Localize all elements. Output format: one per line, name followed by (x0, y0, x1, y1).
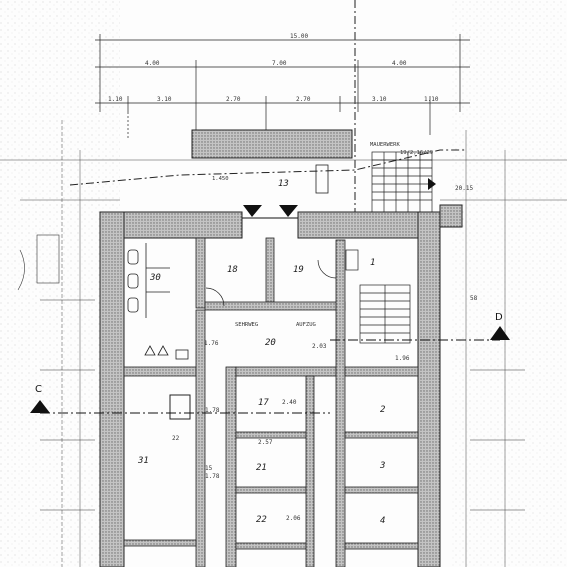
dim-178a: 1.78 (205, 407, 220, 414)
dim-row3-f: 1.10 (424, 96, 439, 103)
dim-row3-e: 3.10 (372, 96, 387, 103)
dim-58: 58 (470, 295, 478, 302)
dim-row2-b: 7.00 (272, 60, 287, 67)
dim-overall: 15.00 (290, 33, 308, 40)
note-sehrweg: SEHRWEG (235, 322, 258, 328)
outer-walls (99, 211, 441, 567)
dim-2015: 20.15 (455, 185, 473, 192)
room-2-label: 2 (380, 405, 385, 415)
room-3-label: 3 (379, 461, 385, 471)
note-width: 1.450 (212, 176, 229, 182)
section-d-arrow-icon (490, 326, 510, 340)
room-20-label: 20 (265, 338, 276, 348)
stair-arrow-icon (428, 178, 436, 190)
dim-178b: 1.78 (205, 473, 220, 480)
entrance-left-icon (243, 205, 262, 217)
section-c-label: C (35, 384, 42, 395)
section-d-label: D (495, 312, 503, 323)
door-swing-1 (205, 287, 225, 307)
corner-wall-right (439, 204, 463, 228)
room-31-label: 31 (137, 456, 149, 466)
exterior-stairs (371, 151, 433, 213)
dim-257: 2.57 (258, 439, 273, 446)
dim-176: 1.76 (204, 340, 219, 347)
dim-row3-b: 3.10 (157, 96, 172, 103)
dim-row3-c: 2.70 (226, 96, 241, 103)
left-annotations (17, 234, 525, 511)
sinks (144, 345, 189, 360)
dim-206: 2.06 (286, 515, 301, 522)
dim-row3-d: 2.70 (296, 96, 311, 103)
dim-row3-a: 1.10 (108, 96, 123, 103)
section-c-arrow-icon (30, 400, 50, 413)
room-19-label: 19 (293, 265, 304, 275)
upper-wall-block (191, 129, 353, 159)
room-21-label: 21 (256, 463, 267, 473)
wc-fixtures (127, 243, 170, 318)
room-30-label: 30 (149, 273, 161, 283)
room-4-label: 4 (380, 516, 385, 526)
room-18-label: 18 (227, 265, 238, 275)
note-stair-dim: 19/2,16/29 (400, 150, 433, 156)
dim-row2-c: 4.00 (392, 60, 407, 67)
dim-203: 2.03 (312, 343, 327, 350)
elevator-shaft (345, 249, 359, 271)
dim-196: 1.96 (395, 355, 410, 362)
interior-walls (123, 237, 419, 567)
dim-15: 15 (205, 465, 213, 472)
dim-22: 22 (172, 435, 180, 442)
scan-noise-right (450, 0, 567, 567)
bench (315, 164, 329, 194)
note-mauerwerk: MAUERWERK (370, 142, 400, 148)
room-13-label: 13 (278, 179, 289, 189)
dim-240: 2.40 (282, 399, 297, 406)
door-swing-2 (317, 259, 337, 279)
dim-row2-a: 4.00 (145, 60, 160, 67)
room-17-label: 17 (258, 398, 269, 408)
shaft-left (169, 394, 191, 420)
interior-stairs (359, 284, 411, 344)
note-aufzug: AUFZUG (296, 322, 316, 328)
room-1-label: 1 (370, 258, 375, 268)
dimension-chains (95, 34, 470, 140)
entrance-right-icon (279, 205, 298, 217)
room-22-label: 22 (256, 515, 267, 525)
